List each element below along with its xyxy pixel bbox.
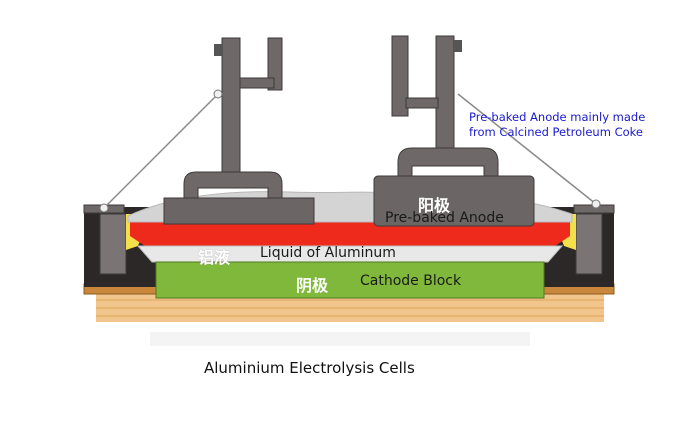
liquid-label-en: Liquid of Aluminum: [260, 245, 396, 261]
note-line-1: Pre-baked Anode mainly made: [469, 110, 646, 124]
anode-label-zh: 阳极: [418, 196, 451, 215]
anode-block-left: [163, 197, 315, 225]
liquid-label-zh: 铝液: [198, 248, 231, 267]
anode-block-right: [373, 175, 535, 227]
support-cables: [103, 93, 597, 209]
cathode-block: [155, 261, 545, 299]
base-reflection: [150, 332, 530, 346]
electrolyte-bath: [130, 222, 570, 246]
diagram-caption: Aluminium Electrolysis Cells: [204, 359, 415, 377]
cathode-label-en: Cathode Block: [360, 273, 462, 289]
anode-label-en: Pre-baked Anode: [385, 210, 504, 226]
cathode-label-zh: 阴极: [296, 276, 329, 295]
anode-clamp-left: [267, 37, 283, 91]
pulley-icon: [99, 203, 109, 213]
liquid-aluminum-layer: [136, 245, 564, 263]
pulley-icon: [213, 89, 223, 99]
side-lining-left: [99, 213, 127, 275]
anode-material-note: Pre-baked Anode mainly made from Calcine…: [469, 110, 645, 140]
anode-assembly-left: [163, 37, 315, 225]
side-lining-right: [575, 213, 603, 275]
anode-yoke-right: [397, 147, 499, 179]
anode-rod-left: [221, 37, 241, 179]
note-line-2: from Calcined Petroleum Coke: [469, 125, 643, 139]
anode-rod-right: [435, 35, 455, 167]
anode-assembly-right: [373, 35, 535, 227]
pulley-icon: [591, 199, 601, 209]
anode-clamp-right: [391, 35, 409, 117]
